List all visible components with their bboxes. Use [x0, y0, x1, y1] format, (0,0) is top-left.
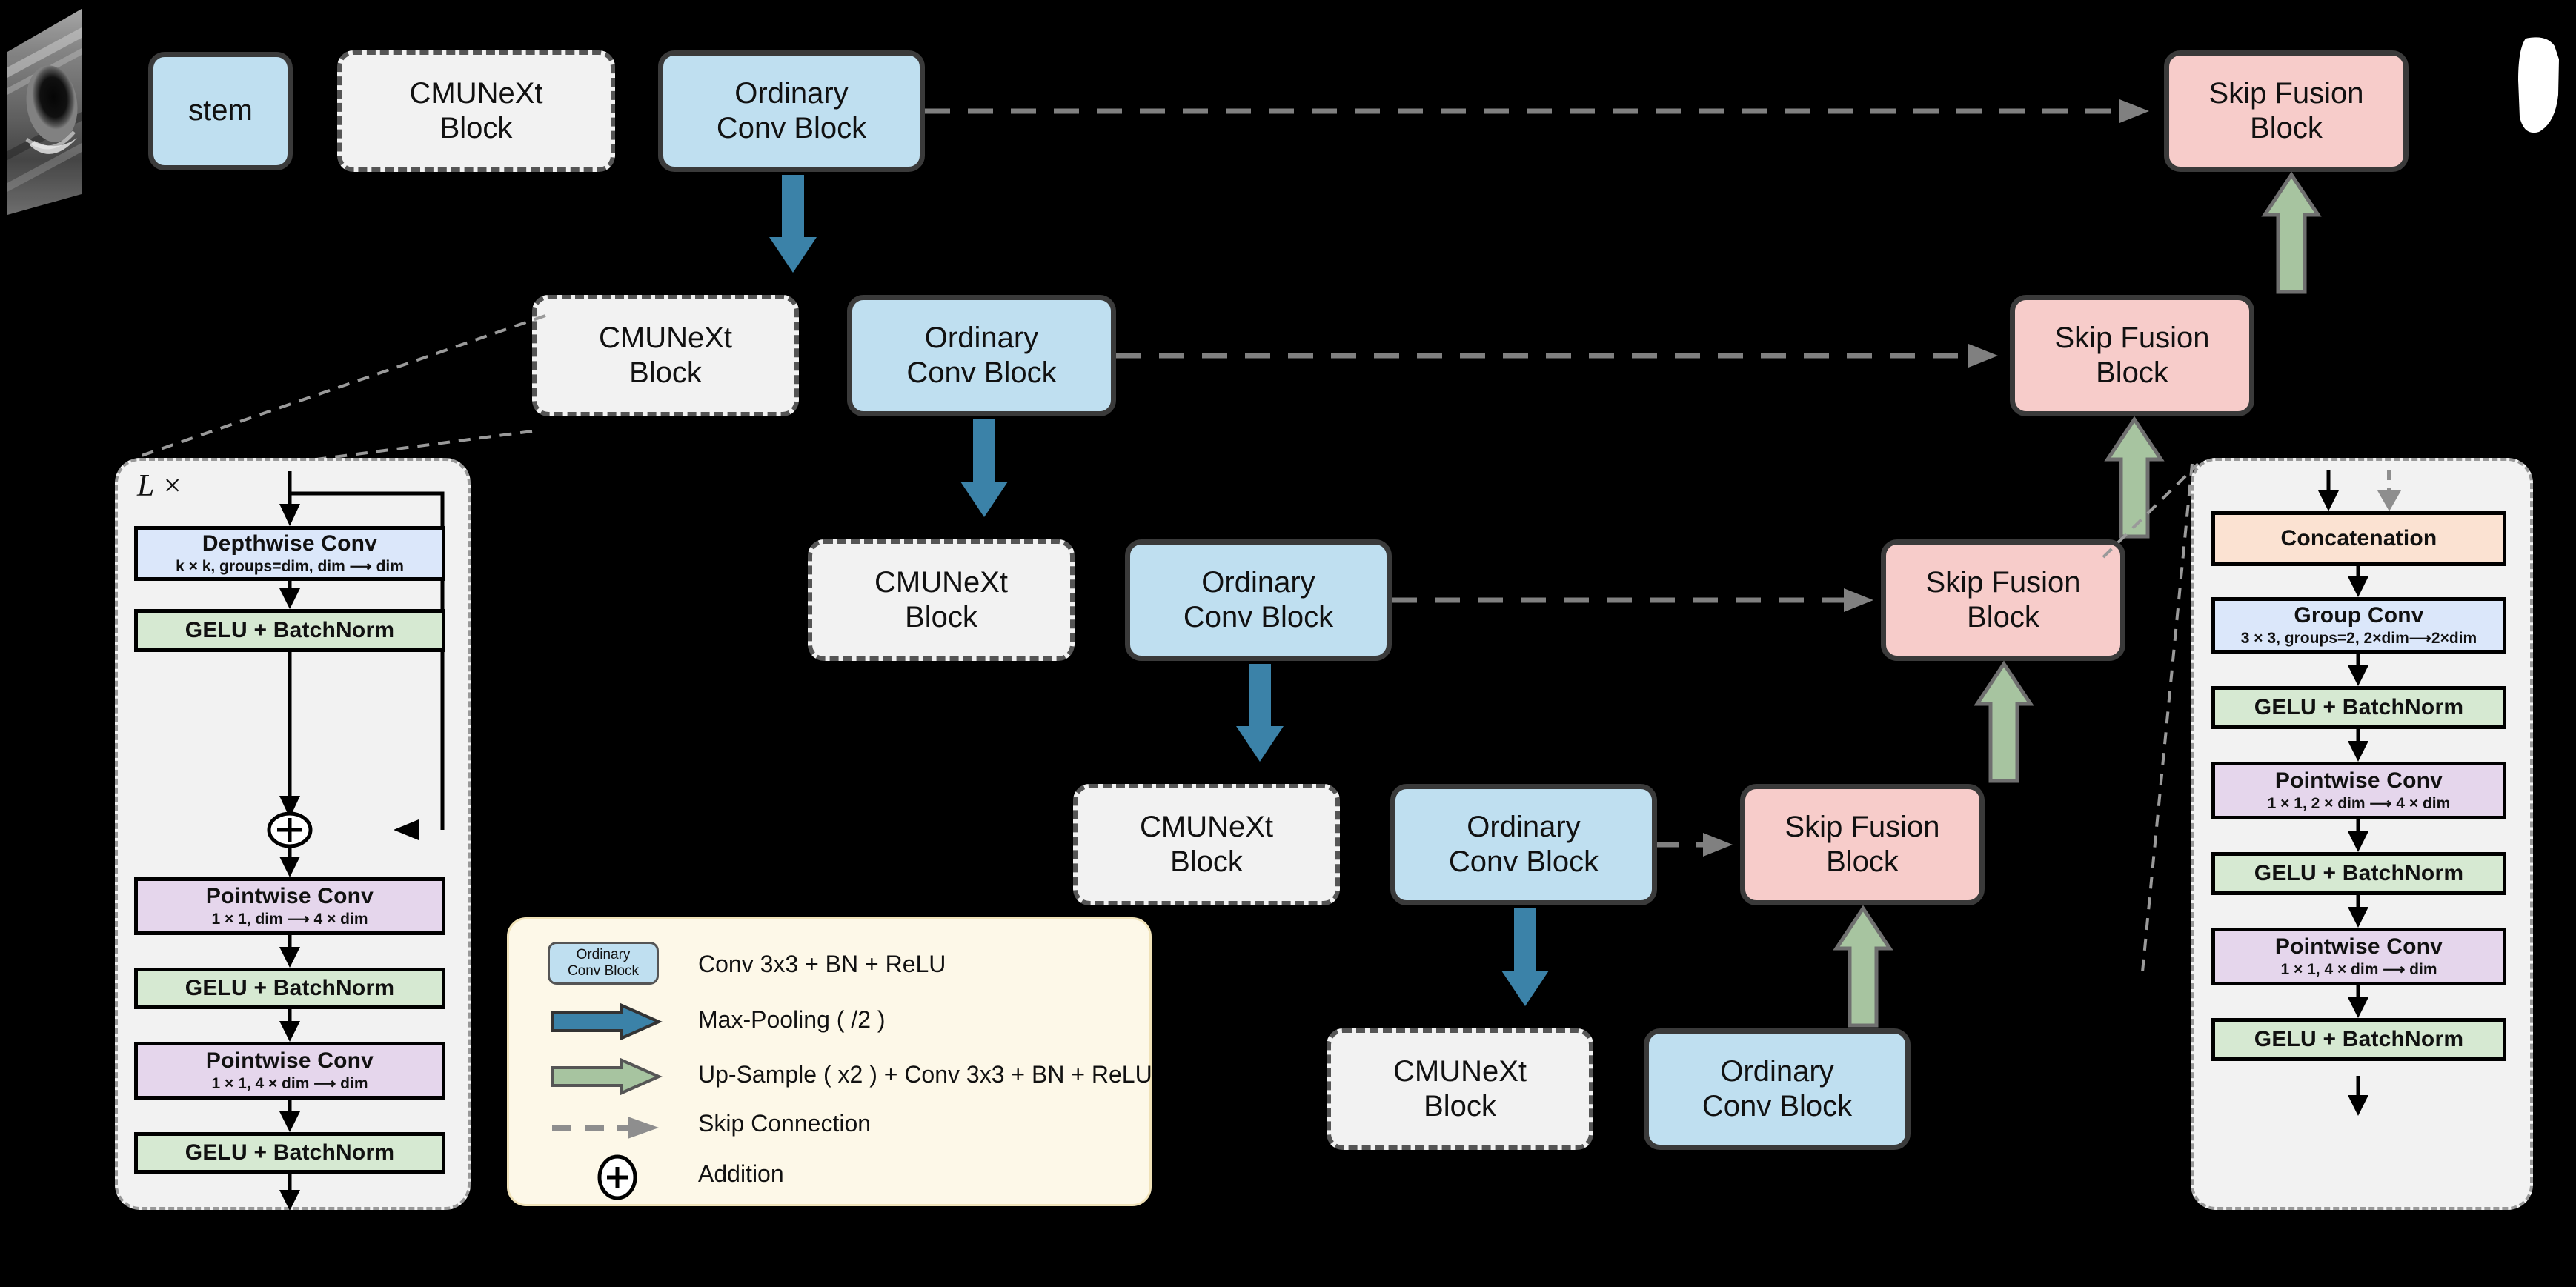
skipfusion-row-concatenation: Concatenation — [2211, 511, 2506, 566]
legend-addition-icon — [592, 1154, 644, 1201]
skip-fusion-detail-panel: Concatenation Group Conv 3 × 3, groups=2… — [2191, 458, 2533, 1210]
decoder-skip-fusion-block-4[interactable]: Skip Fusion Block — [1740, 784, 1985, 905]
encoder-ordinary-conv-block-5[interactable]: Ordinary Conv Block — [1644, 1028, 1911, 1150]
row-title: Pointwise Conv — [205, 1048, 374, 1073]
row-subtitle: 1 × 1, 4 × dim ⟶ dim — [211, 1075, 368, 1092]
cmunext-detail-panel: L × — [115, 458, 474, 1213]
row-title: GELU + BatchNorm — [185, 618, 395, 642]
row-subtitle: k × k, groups=dim, dim ⟶ dim — [176, 558, 404, 575]
legend-label-conv: Conv 3x3 + BN + ReLU — [698, 951, 946, 977]
maxpool-arrow-4 — [1496, 908, 1555, 1009]
maxpool-arrow-3 — [1230, 664, 1289, 765]
legend-skip-connection-icon — [551, 1115, 662, 1140]
skip-connection-arrow-2 — [1116, 341, 2020, 370]
encoder-cmunext-block-4[interactable]: CMUNeXt Block — [1073, 784, 1340, 905]
row-subtitle: 3 × 3, groups=2, 2×dim⟶2×dim — [2240, 630, 2477, 647]
cmunext-residual-path — [118, 461, 474, 1213]
upsample-arrow-3 — [1973, 660, 2035, 783]
legend-maxpool-arrow-icon — [551, 1002, 663, 1041]
maxpool-arrow-2 — [955, 419, 1014, 520]
input-ultrasound-image — [0, 0, 89, 222]
row-title: GELU + BatchNorm — [2254, 861, 2464, 885]
skip-fusion-callout-lines — [2097, 422, 2409, 985]
decoder-skip-fusion-block-2[interactable]: Skip Fusion Block — [2010, 295, 2254, 416]
legend-panel: Ordinary Conv Block Conv 3x3 + BN + ReLU… — [507, 917, 1152, 1206]
row-title: Pointwise Conv — [2274, 934, 2443, 959]
row-subtitle: 1 × 1, 2 × dim ⟶ 4 × dim — [2267, 795, 2451, 812]
skip-connection-arrow-3 — [1392, 585, 1896, 615]
legend-ordinary-conv-chip: Ordinary Conv Block — [548, 942, 659, 985]
cmunext-row-pointwise-conv-2: Pointwise Conv 1 × 1, 4 × dim ⟶ dim — [134, 1042, 445, 1100]
cmunext-row-pointwise-conv-1: Pointwise Conv 1 × 1, dim ⟶ 4 × dim — [134, 877, 445, 935]
row-title: Depthwise Conv — [202, 531, 378, 556]
row-title: GELU + BatchNorm — [185, 976, 395, 1000]
row-title: Pointwise Conv — [2274, 768, 2443, 793]
encoder-cmunext-block-1[interactable]: CMUNeXt Block — [337, 50, 615, 172]
cmunext-row-gelu-bn-2: GELU + BatchNorm — [134, 968, 445, 1009]
upsample-arrow-1 — [2260, 171, 2323, 294]
skipfusion-row-pointwise-conv-1: Pointwise Conv 1 × 1, 2 × dim ⟶ 4 × dim — [2211, 762, 2506, 819]
legend-label-addition: Addition — [698, 1160, 784, 1187]
skipfusion-row-gelu-bn-1: GELU + BatchNorm — [2211, 686, 2506, 729]
row-subtitle: 1 × 1, 4 × dim ⟶ dim — [2280, 961, 2437, 978]
row-title: Pointwise Conv — [205, 884, 374, 908]
row-title: GELU + BatchNorm — [2254, 1027, 2464, 1051]
cmunext-callout-lines — [104, 311, 563, 474]
encoder-ordinary-conv-block-4[interactable]: Ordinary Conv Block — [1390, 784, 1657, 905]
skipfusion-row-gelu-bn-2: GELU + BatchNorm — [2211, 852, 2506, 895]
skip-connection-arrow-1 — [925, 96, 2170, 126]
legend-label-skip: Skip Connection — [698, 1110, 872, 1137]
cmunext-row-gelu-bn-1: GELU + BatchNorm — [134, 609, 445, 652]
decoder-skip-fusion-block-1[interactable]: Skip Fusion Block — [2164, 50, 2409, 172]
upsample-arrow-4 — [1832, 905, 1894, 1028]
encoder-cmunext-block-2[interactable]: CMUNeXt Block — [532, 295, 799, 416]
encoder-ordinary-conv-block-1[interactable]: Ordinary Conv Block — [658, 50, 925, 172]
cmunext-repeat-label: L × — [137, 469, 183, 503]
encoder-stem-block[interactable]: stem — [148, 52, 293, 170]
legend-label-upsample: Up-Sample ( x2 ) + Conv 3x3 + BN + ReLU — [698, 1061, 1152, 1088]
skip-fusion-flow-arrows — [2194, 461, 2536, 1213]
skipfusion-row-gelu-bn-3: GELU + BatchNorm — [2211, 1018, 2506, 1061]
row-title: Concatenation — [2280, 526, 2437, 551]
decoder-skip-fusion-block-3[interactable]: Skip Fusion Block — [1881, 539, 2125, 661]
encoder-cmunext-block-5[interactable]: CMUNeXt Block — [1327, 1028, 1593, 1150]
skip-connection-arrow-4 — [1657, 830, 1753, 859]
legend-label-maxpool: Max-Pooling ( /2 ) — [698, 1006, 886, 1033]
encoder-cmunext-block-3[interactable]: CMUNeXt Block — [808, 539, 1075, 661]
row-title: GELU + BatchNorm — [185, 1140, 395, 1165]
skipfusion-row-pointwise-conv-2: Pointwise Conv 1 × 1, 4 × dim ⟶ dim — [2211, 928, 2506, 985]
legend-upsample-arrow-icon — [551, 1057, 663, 1096]
row-title: Group Conv — [2294, 603, 2424, 628]
encoder-ordinary-conv-block-3[interactable]: Ordinary Conv Block — [1125, 539, 1392, 661]
maxpool-arrow-1 — [763, 175, 823, 276]
row-title: GELU + BatchNorm — [2254, 695, 2464, 719]
row-subtitle: 1 × 1, dim ⟶ 4 × dim — [211, 911, 368, 928]
cmunext-row-gelu-bn-3: GELU + BatchNorm — [134, 1132, 445, 1174]
encoder-ordinary-conv-block-2[interactable]: Ordinary Conv Block — [847, 295, 1116, 416]
skipfusion-row-group-conv: Group Conv 3 × 3, groups=2, 2×dim⟶2×dim — [2211, 597, 2506, 654]
output-segmentation-mask — [2484, 0, 2576, 222]
upsample-arrow-2 — [2103, 416, 2165, 539]
cmunext-row-depthwise-conv: Depthwise Conv k × k, groups=dim, dim ⟶ … — [134, 526, 445, 581]
